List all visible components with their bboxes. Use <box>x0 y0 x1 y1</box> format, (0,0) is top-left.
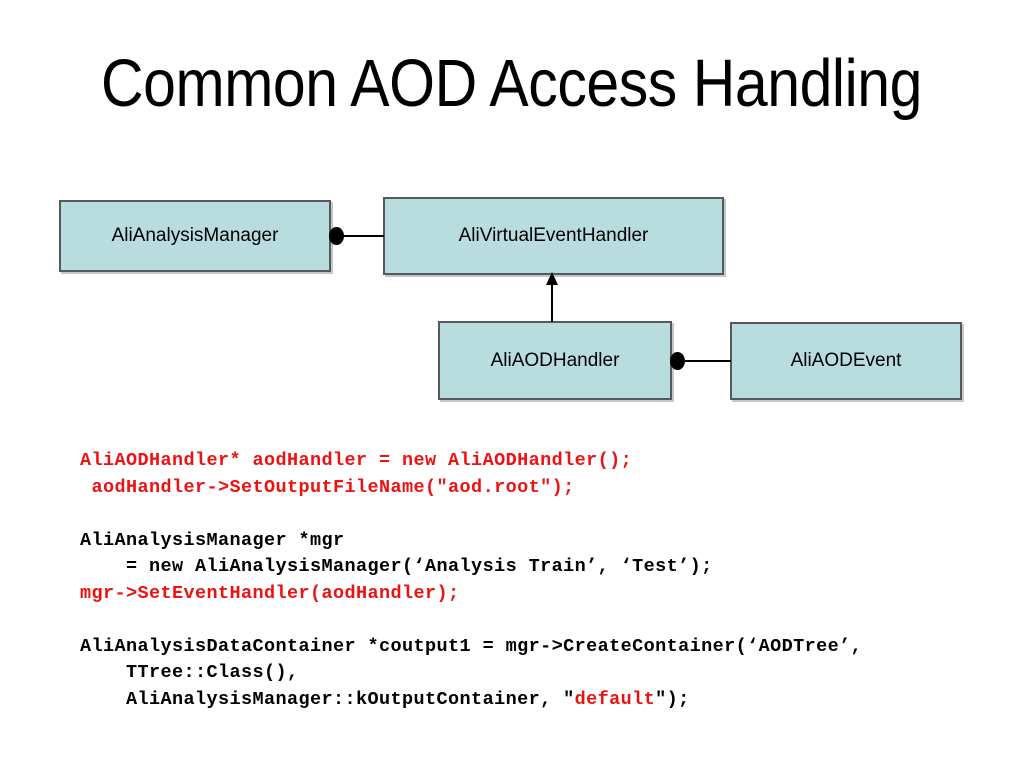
connector-line-aodhandler-to-aodevent <box>683 360 731 362</box>
uml-box-label: AliAODEvent <box>790 350 902 371</box>
code-token: mgr->SetEventHandler(aodHandler); <box>80 582 460 604</box>
code-line: AliAnalysisManager::kOutputContainer, "d… <box>80 687 862 714</box>
uml-box-label: AliVirtualEventHandler <box>458 225 649 246</box>
code-token: AliAnalysisManager *mgr <box>80 529 345 551</box>
connector-line-manager-to-virtual-handler <box>342 235 384 237</box>
code-token: default <box>574 688 656 710</box>
uml-box-label: AliAnalysisManager <box>111 225 279 246</box>
code-line: aodHandler->SetOutputFileName("aod.root"… <box>80 475 862 502</box>
code-line: AliAnalysisManager *mgr <box>80 528 862 555</box>
inheritance-arrow-shaft <box>551 283 553 322</box>
code-token: AliAODHandler* aodHandler = new AliAODHa… <box>80 450 633 471</box>
code-line <box>80 607 862 634</box>
code-line: AliAODHandler* aodHandler = new AliAODHa… <box>80 448 862 475</box>
code-token: AliAnalysisDataContainer *coutput1 = mgr… <box>80 635 863 657</box>
uml-box-aod-event[interactable]: AliAODEvent <box>730 322 962 400</box>
code-line: AliAnalysisDataContainer *coutput1 = mgr… <box>80 634 862 661</box>
uml-box-label: AliAODHandler <box>490 349 620 371</box>
code-token: = new AliAnalysisManager(‘Analysis Train… <box>80 556 713 577</box>
page-title: Common AOD Access Handling <box>101 46 922 121</box>
inheritance-arrow-icon <box>546 272 558 285</box>
code-line: mgr->SetEventHandler(aodHandler); <box>80 581 862 608</box>
code-line <box>80 501 862 528</box>
composition-dot-icon <box>670 352 685 370</box>
code-token: aodHandler->SetOutputFileName("aod.root"… <box>80 476 575 498</box>
code-token: AliAnalysisManager::kOutputContainer, " <box>80 688 575 710</box>
code-snippet: AliAODHandler* aodHandler = new AliAODHa… <box>80 448 862 713</box>
code-token: "); <box>655 688 690 710</box>
uml-box-aod-handler[interactable]: AliAODHandler <box>438 321 672 400</box>
code-line: = new AliAnalysisManager(‘Analysis Train… <box>80 554 862 581</box>
code-line: TTree::Class(), <box>80 660 862 687</box>
uml-box-virtual-event-handler[interactable]: AliVirtualEventHandler <box>383 197 724 275</box>
uml-box-analysis-manager[interactable]: AliAnalysisManager <box>59 200 331 272</box>
code-token: TTree::Class(), <box>80 662 299 683</box>
composition-dot-icon <box>329 227 344 245</box>
